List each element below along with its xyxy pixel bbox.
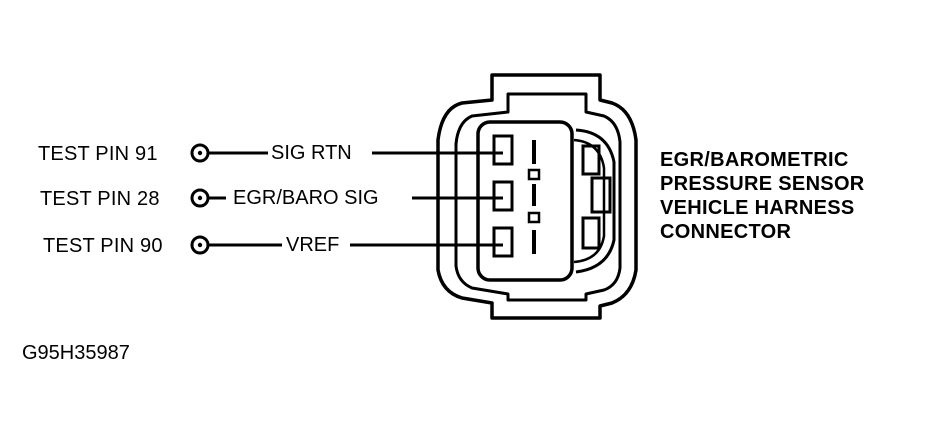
connector-title-line-2: PRESSURE SENSOR (660, 173, 865, 195)
wire-label-egr-baro-sig: EGR/BARO SIG (230, 188, 382, 208)
center-mark-2 (527, 168, 541, 181)
latch-outer (575, 128, 616, 274)
terminal-cavity-1 (492, 134, 514, 166)
terminal-cavity-2 (492, 180, 514, 212)
connector-face (476, 120, 574, 282)
wire-label-sig-rtn: SIG RTN (268, 143, 355, 163)
latch-tab-1 (581, 144, 601, 176)
terminal-cavity-3 (492, 226, 514, 258)
figure-id: G95H35987 (22, 342, 130, 364)
latch-inner (573, 138, 606, 264)
connector-title-line-4: CONNECTOR (660, 221, 792, 243)
connector-title-line-1: EGR/BAROMETRIC (660, 149, 849, 171)
test-pin-90-label: TEST PIN 90 (43, 235, 163, 257)
latch-tab-3 (581, 216, 601, 250)
connector-housing-outer (436, 73, 638, 320)
test-pin-28-terminal (190, 188, 210, 208)
connector-title: EGR/BAROMETRIC PRESSURE SENSOR VEHICLE H… (660, 148, 865, 244)
latch-tab-2 (590, 176, 612, 214)
test-pin-91-terminal (190, 143, 210, 163)
center-mark-4 (527, 211, 541, 224)
wire-label-vref: VREF (283, 235, 343, 255)
test-pin-91-label: TEST PIN 91 (38, 143, 158, 165)
test-pin-90-terminal (190, 235, 210, 255)
test-pin-28-label: TEST PIN 28 (40, 188, 160, 210)
connector-housing-inner (454, 92, 622, 302)
connector-title-line-3: VEHICLE HARNESS (660, 197, 855, 219)
